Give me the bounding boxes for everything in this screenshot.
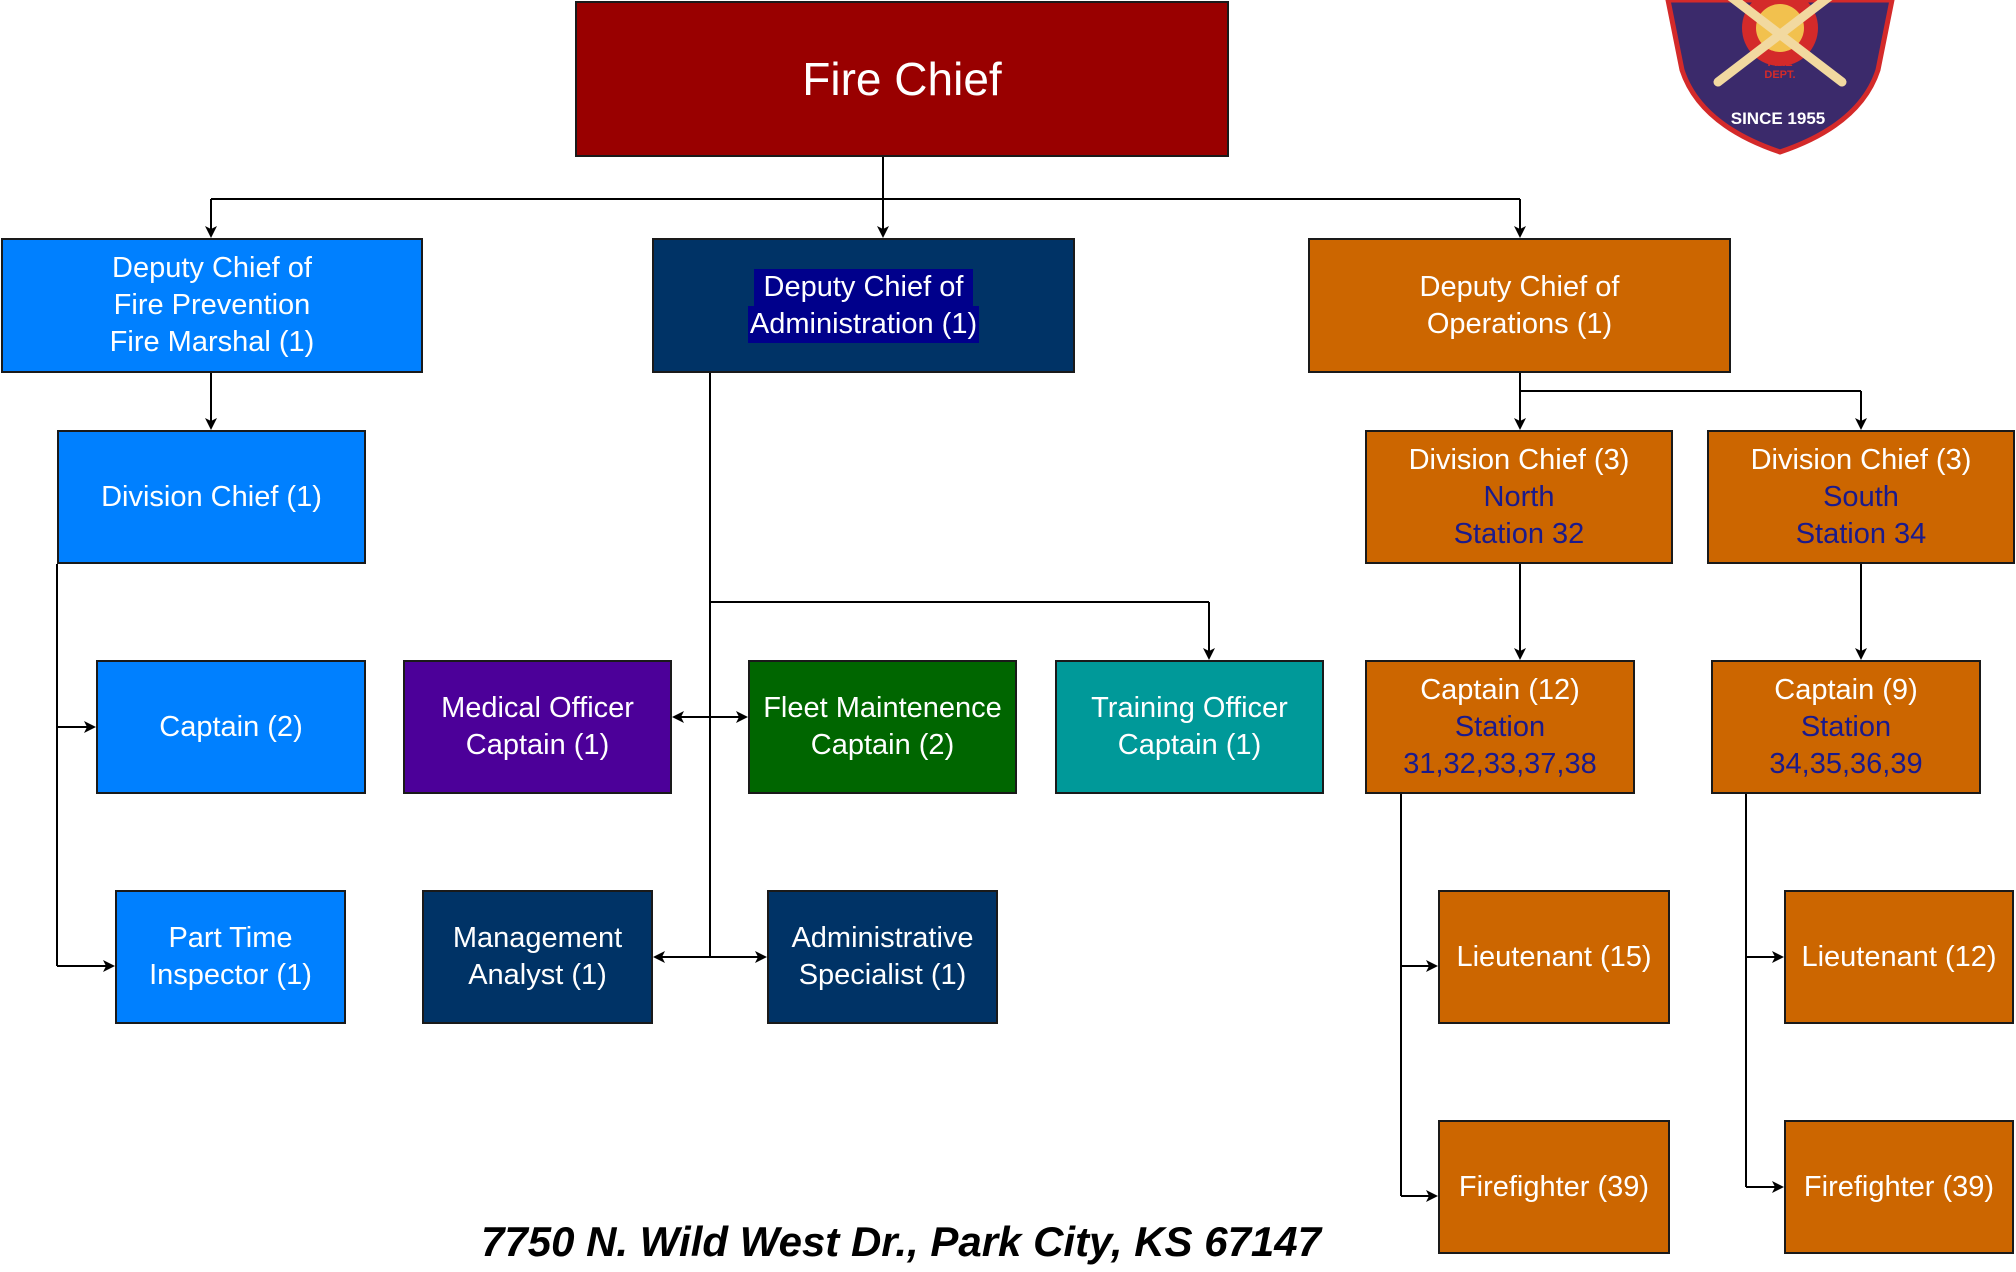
badge-since-text: SINCE 1955 <box>1731 109 1826 128</box>
division-chief-north-box[interactable]: Division Chief (3) North Station 32 <box>1365 430 1673 564</box>
deputy-chief-operations-box[interactable]: Deputy Chief of Operations (1) <box>1308 238 1731 373</box>
captain-south-line1: Captain (9) <box>1774 673 1918 706</box>
training-officer-line2: Captain (1) <box>1117 729 1262 761</box>
captain-south-box[interactable]: Captain (9) Station 34,35,36,39 <box>1711 660 1981 794</box>
captain-south-line3: 34,35,36,39 <box>1769 747 1923 780</box>
fleet-maintenance-line1: Fleet Maintenence <box>763 692 1002 724</box>
management-analyst-box[interactable]: Management Analyst (1) <box>422 890 653 1024</box>
captain-north-line3: 31,32,33,37,38 <box>1403 747 1597 780</box>
lieutenant-north-label: Lieutenant (15) <box>1456 940 1652 973</box>
firefighter-north-label: Firefighter (39) <box>1458 1170 1650 1203</box>
badge-shield <box>1665 0 1895 155</box>
firefighter-north-box[interactable]: Firefighter (39) <box>1438 1120 1670 1254</box>
division-chief-north-line2: North <box>1483 480 1555 513</box>
division-chief-prevention-box[interactable]: Division Chief (1) <box>57 430 366 564</box>
firefighter-south-label: Firefighter (39) <box>1803 1170 1995 1203</box>
medical-officer-line1: Medical Officer <box>441 692 634 724</box>
lieutenant-north-box[interactable]: Lieutenant (15) <box>1438 890 1670 1024</box>
deputy-chief-prevention-line1: Deputy Chief of <box>112 252 312 284</box>
badge-dept-text: DEPT. <box>1764 69 1795 81</box>
lieutenant-south-box[interactable]: Lieutenant (12) <box>1784 890 2014 1024</box>
deputy-chief-admin-box[interactable]: Deputy Chief of Administration (1) <box>652 238 1075 373</box>
deputy-chief-admin-line2: Administration (1) <box>747 305 980 343</box>
fire-chief-label: Fire Chief <box>802 53 1002 105</box>
medical-officer-line2: Captain (1) <box>465 729 610 761</box>
captain-prevention-label: Captain (2) <box>159 710 303 743</box>
firefighter-south-box[interactable]: Firefighter (39) <box>1784 1120 2014 1254</box>
administrative-specialist-line2: Specialist (1) <box>798 959 967 991</box>
division-chief-prevention-label: Division Chief (1) <box>101 480 322 513</box>
badge-fire-text: FIRE <box>1767 57 1792 69</box>
lieutenant-south-label: Lieutenant (12) <box>1801 940 1997 973</box>
captain-north-line1: Captain (12) <box>1420 673 1580 706</box>
division-chief-south-line1: Division Chief (3) <box>1750 443 1972 476</box>
division-chief-south-box[interactable]: Division Chief (3) South Station 34 <box>1707 430 2015 564</box>
deputy-chief-operations-line1: Deputy Chief of <box>1419 270 1620 303</box>
administrative-specialist-line1: Administrative <box>791 922 974 954</box>
part-time-inspector-line2: Inspector (1) <box>149 959 312 991</box>
management-analyst-line1: Management <box>452 922 623 954</box>
crossed-axes-icon <box>1713 0 1847 87</box>
division-chief-north-line3: Station 32 <box>1453 517 1585 550</box>
deputy-chief-prevention-line2: Fire Prevention <box>113 289 311 321</box>
division-chief-south-line2: South <box>1823 480 1899 513</box>
training-officer-line1: Training Officer <box>1091 692 1288 724</box>
division-chief-north-line1: Division Chief (3) <box>1408 443 1630 476</box>
deputy-chief-prevention-line3: Fire Marshal (1) <box>109 326 315 358</box>
address-footer: 7750 N. Wild West Dr., Park City, KS 671… <box>481 1218 1321 1265</box>
part-time-inspector-box[interactable]: Part Time Inspector (1) <box>115 890 346 1024</box>
division-chief-south-line3: Station 34 <box>1795 517 1927 550</box>
part-time-inspector-line1: Part Time <box>168 922 293 954</box>
management-analyst-line2: Analyst (1) <box>468 959 607 991</box>
deputy-chief-prevention-box[interactable]: Deputy Chief of Fire Prevention Fire Mar… <box>1 238 423 373</box>
medical-officer-box[interactable]: Medical Officer Captain (1) <box>403 660 672 794</box>
captain-south-line2: Station <box>1800 710 1892 743</box>
captain-north-line2: Station <box>1454 710 1546 743</box>
fleet-maintenance-line2: Captain (2) <box>810 729 955 761</box>
fleet-maintenance-box[interactable]: Fleet Maintenence Captain (2) <box>748 660 1017 794</box>
administrative-specialist-box[interactable]: Administrative Specialist (1) <box>767 890 998 1024</box>
deputy-chief-admin-line1: Deputy Chief of <box>753 268 974 306</box>
deputy-chief-operations-line2: Operations (1) <box>1426 307 1613 340</box>
captain-prevention-box[interactable]: Captain (2) <box>96 660 366 794</box>
captain-north-box[interactable]: Captain (12) Station 31,32,33,37,38 <box>1365 660 1635 794</box>
fire-chief-box[interactable]: Fire Chief <box>575 1 1229 157</box>
training-officer-box[interactable]: Training Officer Captain (1) <box>1055 660 1324 794</box>
fire-dept-badge-logo: FIRE DEPT. SINCE 1955 <box>1665 0 1895 155</box>
